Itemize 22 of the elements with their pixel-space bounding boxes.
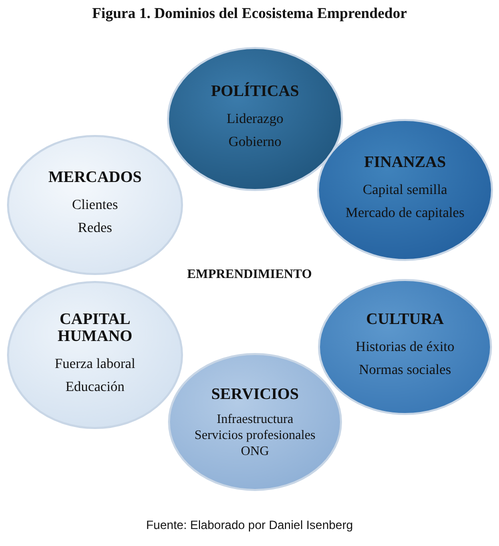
domain-item: Liderazgo xyxy=(226,112,284,129)
domain-heading: CULTURA xyxy=(366,311,444,329)
domain-item: Normas sociales xyxy=(358,362,452,380)
domain-heading: CAPITAL HUMANO xyxy=(56,310,134,346)
domain-heading: MERCADOS xyxy=(48,169,142,187)
domain-item: Fuerza laboral xyxy=(54,356,136,374)
domain-heading: FINANZAS xyxy=(364,154,446,172)
domain-item: Infraestructura xyxy=(216,411,294,427)
domain-heading: POLÍTICAS xyxy=(210,83,300,101)
domain-item: Clientes xyxy=(72,198,118,215)
domain-item: Educación xyxy=(65,380,125,396)
domain-item: Mercado de capitales xyxy=(346,206,464,223)
domain-item: Redes xyxy=(78,220,112,238)
source-caption: Fuente: Elaborado por Daniel Isenberg xyxy=(145,518,354,532)
domain-heading: SERVICIOS xyxy=(211,386,299,404)
domain-item: Servicios profesionales xyxy=(194,427,316,443)
domain-item: Capital semilla xyxy=(362,183,448,200)
domain-item: Historias de éxito xyxy=(356,340,454,357)
figure-title: Figura 1. Dominios del Ecosistema Emprendedor xyxy=(91,6,408,23)
domain-item: ONG xyxy=(240,442,270,458)
domain-item: Gobierno xyxy=(228,134,282,152)
center-label: EMPRENDIMIENTO xyxy=(186,266,313,282)
